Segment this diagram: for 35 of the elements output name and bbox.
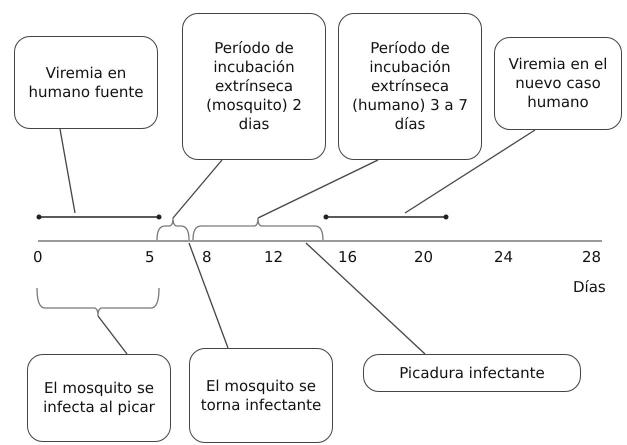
leader-line (306, 242, 426, 354)
callout-bubble (338, 13, 482, 160)
period-bar (36, 214, 162, 220)
callout-bubble (363, 354, 581, 392)
callout-bubble (27, 354, 171, 442)
curly-brace (156, 217, 190, 240)
leader-line (59, 128, 76, 214)
callout-text: Período de incubación extrínseca (humano) 3 a 7 días (351, 39, 469, 134)
period-bar (324, 214, 448, 220)
tick-label: 28 (582, 248, 602, 266)
callout-text: El mosquito se infecta al picar (42, 379, 156, 417)
callout-bubble (14, 36, 158, 129)
tick-label: 0 (33, 248, 43, 266)
tick-label: 8 (202, 248, 212, 266)
tick-label: 5 (145, 248, 155, 266)
callout-text: Período de incubación extrínseca (mosquito) 2 dias (205, 39, 303, 134)
leader-line (404, 129, 536, 214)
callout-text: Picadura infectante (399, 364, 545, 382)
tick-label: 20 (414, 248, 434, 266)
curly-brace (192, 217, 324, 240)
leader-line (188, 242, 229, 348)
leader-line (97, 316, 128, 354)
axis-label: Días (573, 278, 606, 296)
callout-bubble (189, 348, 333, 443)
tick-label: 12 (264, 248, 284, 266)
callout-bubble (494, 37, 622, 130)
callout-text: El mosquito se torna infectante (200, 376, 322, 414)
tick-label: 16 (338, 248, 358, 266)
curly-brace (36, 288, 160, 317)
tick-label: 24 (494, 248, 514, 266)
callout-text: Viremia en humano fuente (28, 64, 144, 102)
callout-bubble (182, 13, 326, 160)
leader-line (172, 160, 222, 218)
leader-line (258, 159, 378, 219)
callout-text: Viremia en el nuevo caso humano (508, 55, 608, 112)
